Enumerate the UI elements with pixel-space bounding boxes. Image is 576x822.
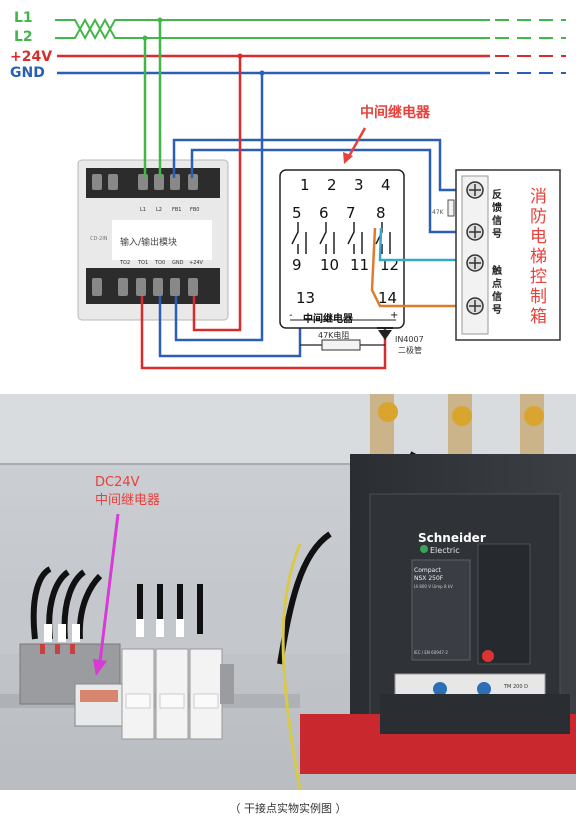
- relay-callout-text: 中间继电器: [360, 104, 431, 121]
- relay-pin-10: 10: [320, 256, 339, 274]
- breaker-brand-sub: Electric: [430, 546, 460, 555]
- svg-text:电: 电: [530, 227, 547, 247]
- svg-text:号: 号: [492, 228, 502, 240]
- svg-text:箱: 箱: [530, 307, 547, 327]
- installation-photo: DC24V 中间继电器 Schneider Electric Compact N…: [0, 394, 576, 790]
- relay-pin-11: 11: [350, 256, 369, 274]
- breaker-standard: IEC / EN 60947-2: [414, 650, 448, 655]
- module-top-wires: [143, 20, 460, 234]
- relay-contacts: [291, 222, 391, 254]
- relay-schematic: 1 2 3 4 5 6 7 8 9 10 11 12 13 14 中间继电器 -…: [279, 169, 405, 329]
- io-bottom-terminal-to0: TO0: [154, 260, 165, 266]
- svg-text:信: 信: [492, 290, 502, 303]
- control-box-title: 消 防 电 梯 控 制 箱: [530, 187, 547, 327]
- svg-text:制: 制: [530, 287, 547, 307]
- svg-text:信: 信: [492, 214, 502, 227]
- relay-pin-14: 14: [378, 289, 397, 307]
- io-module-small-label: CD-2IN: [90, 236, 108, 242]
- io-bottom-terminal-24v: +24V: [189, 260, 204, 266]
- svg-text:触: 触: [491, 264, 502, 277]
- svg-text:梯: 梯: [530, 247, 547, 267]
- yellow-wire: [281, 543, 302, 790]
- io-bottom-terminal-to2: TO2: [119, 260, 130, 266]
- relay-box-wires: [370, 227, 460, 308]
- contact-signal-label: 触 点 信 号: [491, 264, 502, 316]
- terminal-red-tabs: [40, 644, 75, 654]
- photo-callout-arrow: [98, 513, 120, 663]
- breaker-handle: [477, 543, 531, 665]
- io-module-label-plate: [112, 220, 212, 260]
- breaker-ui: Ui 800 V Uimp 8 kV: [414, 584, 453, 589]
- module-bottom-wires: [140, 56, 387, 370]
- relay-pin-1: 1: [300, 176, 310, 194]
- svg-text:反: 反: [492, 188, 502, 201]
- relay-minus: -: [289, 310, 293, 321]
- diode-symbol: [378, 330, 392, 340]
- io-module-top-terminal-block: [86, 168, 220, 198]
- relay-plus: +: [390, 310, 398, 321]
- rail-dashes: [495, 19, 566, 74]
- svg-text:号: 号: [492, 304, 502, 316]
- breaker-test-button: [482, 650, 494, 662]
- resistor-body: [321, 339, 361, 351]
- svg-text:消: 消: [530, 187, 547, 207]
- wire-markers: [44, 619, 184, 642]
- relay-pin-2: 2: [327, 176, 337, 194]
- relay-pin-8: 8: [376, 204, 386, 222]
- rail-label-l1: L1: [14, 10, 33, 26]
- relay-pin-13: 13: [296, 289, 315, 307]
- relay-pin-4: 4: [381, 176, 391, 194]
- wiring-diagram: L1 L2 +24V GND 输入/输出模块 CD-2IN L1 L2 FB1: [0, 0, 576, 388]
- io-top-terminal-fb0: FB0: [190, 207, 200, 213]
- breaker-series: Compact: [414, 567, 441, 574]
- io-module-label: 输入/输出模块: [120, 236, 177, 248]
- relay-pin-3: 3: [354, 176, 364, 194]
- relay-pin-7: 7: [346, 204, 356, 222]
- io-bottom-terminal-to1: TO1: [137, 260, 148, 266]
- control-box-terminals: [466, 181, 484, 315]
- fuse-holders: [121, 648, 234, 740]
- io-terminal-screws: [92, 174, 198, 296]
- breaker-trip-unit: TM 200 D: [503, 684, 528, 690]
- feedback-signal-label: 反 馈 信 号: [491, 188, 502, 240]
- io-bottom-terminal-gnd: GND: [172, 260, 184, 266]
- photo-callout-line2: 中间继电器: [95, 493, 160, 508]
- relay-pin-5: 5: [292, 204, 302, 222]
- svg-text:控: 控: [530, 267, 547, 287]
- busbar-lugs: [370, 394, 544, 454]
- photo-callout-arrowhead: [93, 659, 107, 676]
- svg-text:防: 防: [530, 207, 547, 227]
- resistor-label: 47K电阻: [318, 330, 349, 340]
- relay-callout-arrow: [346, 127, 367, 159]
- photo-callout-line1: DC24V: [95, 475, 140, 490]
- relay-callout-arrowhead: [343, 152, 353, 164]
- io-top-terminal-l1: L1: [140, 207, 146, 213]
- diode-label: 二极管: [398, 345, 422, 355]
- relay-pin-12: 12: [380, 256, 399, 274]
- resistor-diode: 47K电阻 IN4007 二极管: [300, 327, 424, 355]
- svg-text:点: 点: [492, 277, 502, 290]
- breaker-model: NSX 250F: [414, 575, 444, 582]
- io-top-terminal-l2: L2: [156, 207, 162, 213]
- io-module: 输入/输出模块 CD-2IN L1 L2 FB1 FB0 TO2 TO1 TO0…: [77, 159, 229, 321]
- relay-label: 中间继电器: [303, 312, 354, 325]
- relay-pin-6: 6: [319, 204, 329, 222]
- rail-label-24v: +24V: [10, 49, 52, 65]
- caption: （ 干接点实物实例图 ）: [229, 802, 347, 815]
- relay-pin-9: 9: [292, 256, 302, 274]
- rail-label-l2: L2: [14, 29, 33, 45]
- breaker-brand: Schneider: [418, 531, 486, 545]
- io-top-terminal-fb1: FB1: [172, 207, 182, 213]
- rail-label-gnd: GND: [10, 65, 45, 81]
- rail-l2-line: [55, 17, 490, 41]
- svg-text:馈: 馈: [491, 201, 502, 214]
- diode-model: IN4007: [395, 335, 424, 344]
- elevator-control-box: 47K 反 馈 信 号 触 点 信 号 消 防 电 梯 控 制 箱: [432, 169, 561, 341]
- control-box-resistor-label: 47K: [432, 209, 445, 216]
